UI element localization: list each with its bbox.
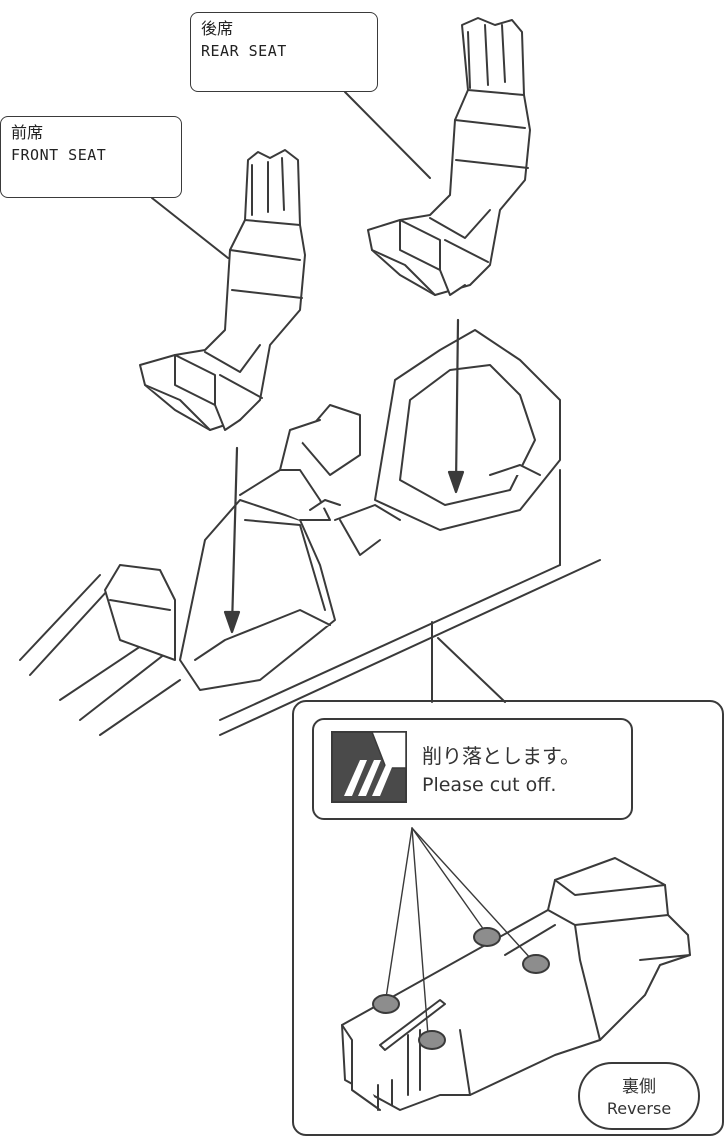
marked-pins xyxy=(372,927,550,1050)
front-arrow-head-icon xyxy=(223,610,241,634)
front-seat-label-en: FRONT SEAT xyxy=(11,146,107,164)
marked-pin xyxy=(372,994,400,1014)
front-seat-label-jp: 前席 xyxy=(11,123,44,142)
rear-seat-label-en: REAR SEAT xyxy=(201,42,287,60)
cut-off-legend: 削り落とします。 Please cut off. xyxy=(312,718,633,820)
rear-leader-line xyxy=(344,91,431,179)
marked-pin xyxy=(473,927,501,947)
ejection-seat-icon xyxy=(139,149,306,431)
detail-connector xyxy=(431,621,506,703)
marked-pin xyxy=(522,954,550,974)
legend-text-jp: 削り落とします。 xyxy=(422,744,580,768)
legend-text-en: Please cut off. xyxy=(422,774,557,796)
ejection-seat-icon xyxy=(367,17,531,296)
front-seat-callout: 前席 FRONT SEAT xyxy=(0,116,182,198)
reverse-detail-panel xyxy=(292,700,724,1136)
reverse-badge: 裏側 Reverse xyxy=(578,1062,700,1130)
reverse-label-en: Reverse xyxy=(606,1099,672,1118)
front-leader-line xyxy=(151,197,229,259)
rear-seat-label-jp: 後席 xyxy=(201,19,234,38)
rear-insert-arrow xyxy=(454,318,460,487)
insertion-arrows xyxy=(223,318,465,634)
rear-arrow-head-icon xyxy=(447,470,465,494)
pin-pointer-lines xyxy=(385,827,533,1036)
reverse-label-jp: 裏側 xyxy=(622,1077,656,1097)
cockpit-tub-icon xyxy=(104,329,561,691)
marked-pin xyxy=(418,1030,446,1050)
rear-seat-callout: 後席 REAR SEAT xyxy=(190,12,378,92)
fuselage-rails xyxy=(19,469,601,736)
front-insert-arrow xyxy=(230,446,239,628)
